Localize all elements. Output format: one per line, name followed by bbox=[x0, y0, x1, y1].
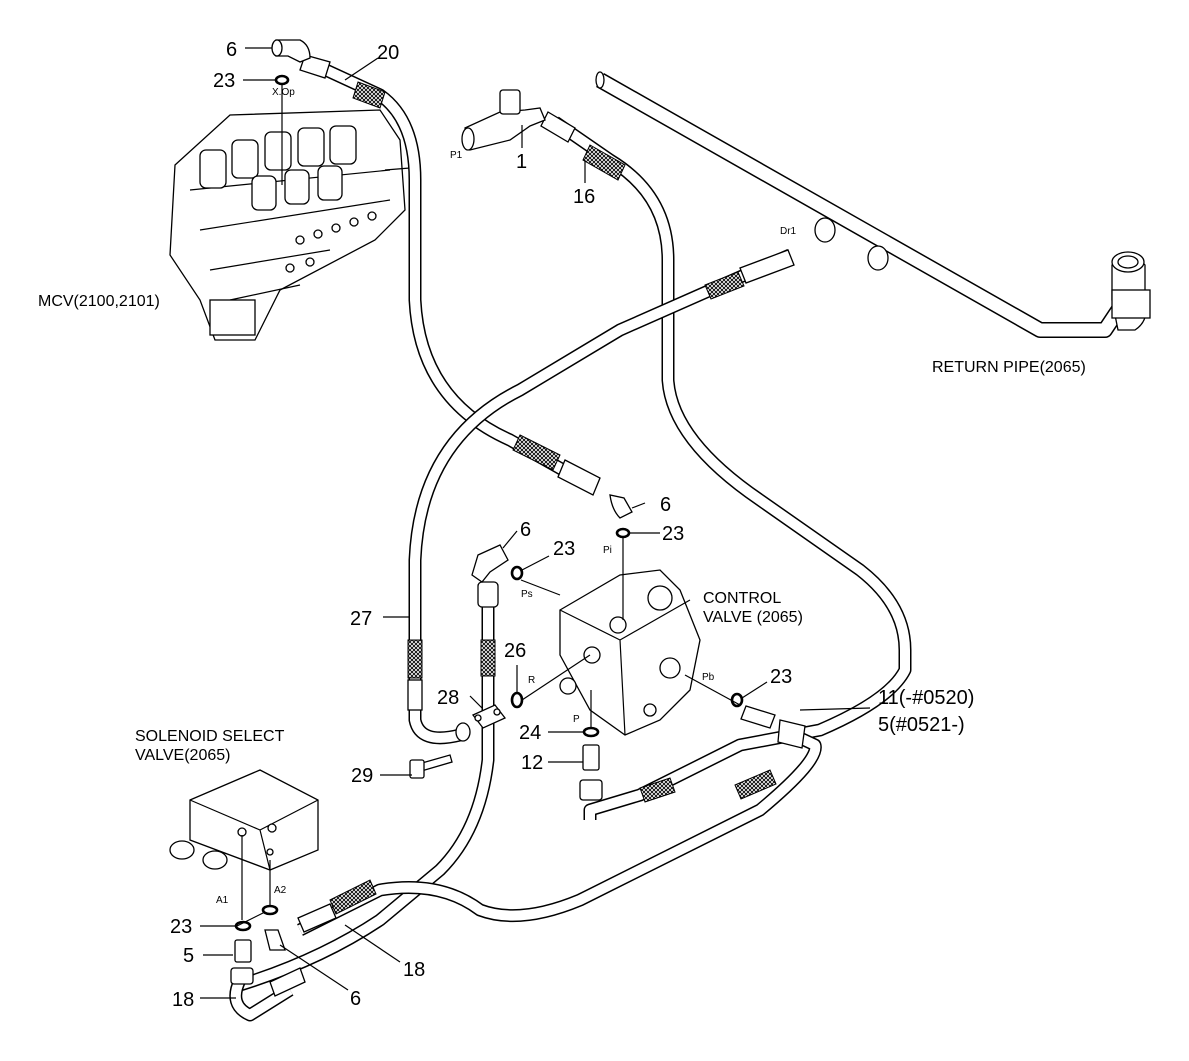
callout-23-sol: 23 bbox=[170, 916, 192, 938]
tee-fitting-1 bbox=[461, 89, 546, 151]
flange-28 bbox=[471, 704, 507, 729]
port-ps: Ps bbox=[521, 589, 533, 600]
bolt-29 bbox=[409, 754, 453, 779]
port-dr1: Dr1 bbox=[780, 226, 797, 237]
port-p1: P1 bbox=[450, 150, 463, 161]
callout-23-left: 23 bbox=[553, 538, 575, 560]
adapter-12 bbox=[579, 744, 603, 801]
callout-11: 11(-#0520) bbox=[878, 687, 974, 709]
o-ring-23-sol-b bbox=[261, 904, 279, 916]
leader-lines bbox=[200, 47, 871, 999]
o-ring-24 bbox=[582, 726, 600, 738]
callout-28: 28 bbox=[437, 687, 459, 709]
callout-24: 24 bbox=[519, 722, 541, 744]
callout-5-right: 5(#0521-) bbox=[878, 714, 965, 736]
callout-29: 29 bbox=[351, 765, 373, 787]
callout-16: 16 bbox=[573, 186, 595, 208]
o-ring-23-right bbox=[730, 692, 744, 708]
mcv-block bbox=[169, 109, 406, 341]
callout-26: 26 bbox=[504, 640, 526, 662]
port-a1: A1 bbox=[216, 895, 229, 906]
callout-23-right: 23 bbox=[770, 666, 792, 688]
port-pb: Pb bbox=[702, 672, 715, 683]
hose-27 bbox=[407, 249, 795, 745]
hose-18-upper bbox=[238, 581, 499, 992]
callout-6-top: 6 bbox=[226, 39, 237, 61]
callout-27: 27 bbox=[350, 608, 372, 630]
mcv-label: MCV(2100,2101) bbox=[38, 293, 160, 310]
port-pi: Pi bbox=[603, 545, 612, 556]
callout-1: 1 bbox=[516, 151, 527, 173]
o-ring-23-mid bbox=[615, 527, 631, 539]
callout-12: 12 bbox=[521, 752, 543, 774]
mcv-port-leader bbox=[384, 167, 411, 171]
o-ring-23-left bbox=[510, 565, 524, 581]
solenoid-label-1: SOLENOID SELECT bbox=[135, 728, 285, 745]
hose-18-lower bbox=[297, 732, 822, 936]
return-pipe-port bbox=[814, 217, 889, 271]
callout-5-sol: 5 bbox=[183, 945, 194, 967]
elbow-fitting-6-left bbox=[471, 544, 509, 583]
return-pipe-label: RETURN PIPE(2065) bbox=[932, 359, 1086, 376]
control-valve-label-1: CONTROL bbox=[703, 590, 781, 607]
return-pipe bbox=[595, 71, 1151, 338]
port-p: P bbox=[573, 714, 580, 725]
solenoid-label-2: VALVE(2065) bbox=[135, 747, 230, 764]
control-valve-label-2: VALVE (2065) bbox=[703, 609, 803, 626]
port-a2: A2 bbox=[274, 885, 287, 896]
callout-18-bottom: 18 bbox=[172, 989, 194, 1011]
solenoid-select-valve bbox=[169, 769, 319, 871]
elbow-fitting-6-mid bbox=[609, 494, 633, 519]
callout-6-mid: 6 bbox=[660, 494, 671, 516]
port-r: R bbox=[528, 675, 535, 686]
adapter-11-right bbox=[740, 705, 806, 749]
adapter-5-sol bbox=[230, 939, 254, 985]
callout-18-mid: 18 bbox=[403, 959, 425, 981]
callout-6-bottom: 6 bbox=[350, 988, 361, 1010]
callout-23-mid: 23 bbox=[662, 523, 684, 545]
o-ring-26 bbox=[510, 691, 524, 709]
callout-23-top: 23 bbox=[213, 70, 235, 92]
elbow-fitting-6-top bbox=[271, 39, 311, 63]
o-ring-23-top bbox=[274, 74, 290, 86]
callout-20: 20 bbox=[377, 42, 399, 64]
hose-sol-lower bbox=[229, 967, 306, 1022]
control-valve bbox=[559, 569, 701, 736]
callout-6-left: 6 bbox=[520, 519, 531, 541]
port-xop: X.Op bbox=[272, 87, 295, 98]
